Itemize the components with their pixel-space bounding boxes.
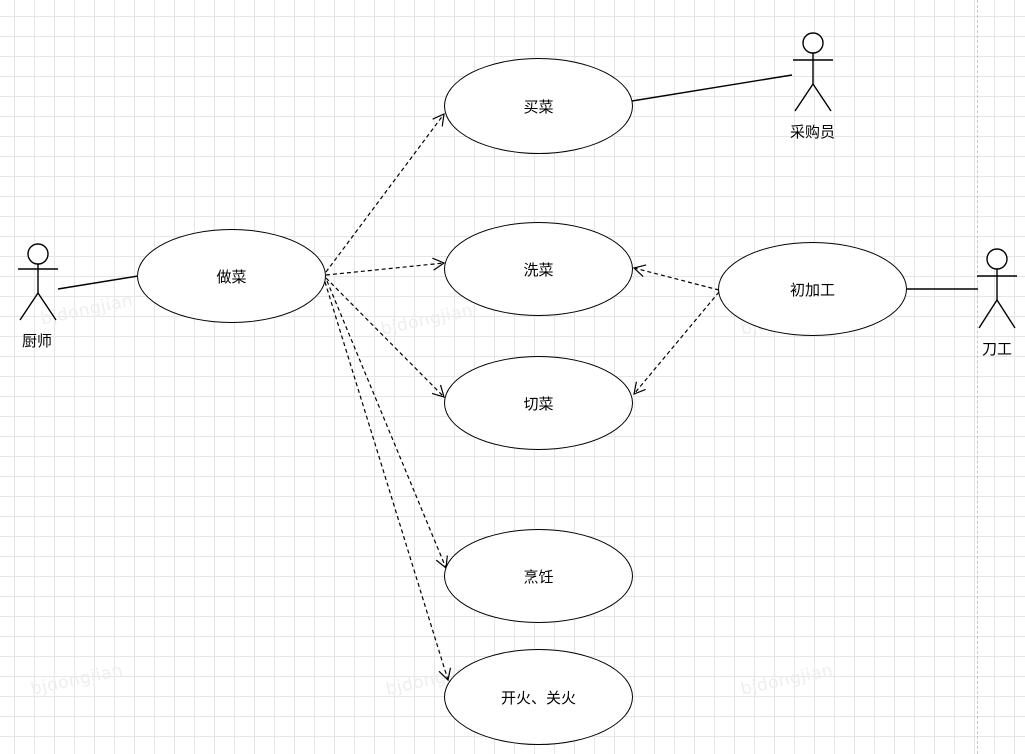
association-buyer-buy[interactable] [631,74,793,102]
use-case-label: 开火、关火 [500,688,576,707]
use-case-label: 初加工 [789,280,835,299]
extend-arrow-cut[interactable] [633,291,720,395]
use-case-label: 切菜 [523,394,554,413]
association-chef-cook[interactable] [57,275,139,290]
use-case-label: 烹饪 [523,567,554,586]
actor-knife-label: 刀工 [982,340,1013,358]
extend-arrow-wash[interactable] [632,264,720,291]
actor-buyer-label: 采购员 [790,123,836,141]
use-case-cook[interactable]: 做菜 [137,229,326,323]
use-case-label: 洗菜 [523,260,554,279]
include-arrow-cut[interactable] [325,277,445,398]
include-arrow-wash[interactable] [325,257,446,276]
actor-chef-label: 厨师 [22,332,53,350]
actor-knife-figure[interactable] [977,248,1017,329]
use-case-fire[interactable]: 开火、关火 [444,649,633,745]
use-case-label: 做菜 [216,267,247,286]
use-case-wash[interactable]: 洗菜 [444,222,633,316]
include-arrow-fire[interactable] [324,281,452,682]
actor-chef-figure[interactable] [18,243,58,321]
use-case-buy[interactable]: 买菜 [444,58,633,154]
use-case-prep[interactable]: 初加工 [718,242,907,336]
include-arrow-season[interactable] [326,280,448,570]
include-arrow-buy[interactable] [325,112,445,273]
use-case-label: 买菜 [523,97,554,116]
use-case-season[interactable]: 烹饪 [444,529,633,623]
page-boundary [977,0,978,754]
use-case-cut[interactable]: 切菜 [444,356,633,450]
actor-buyer-figure[interactable] [793,32,833,112]
